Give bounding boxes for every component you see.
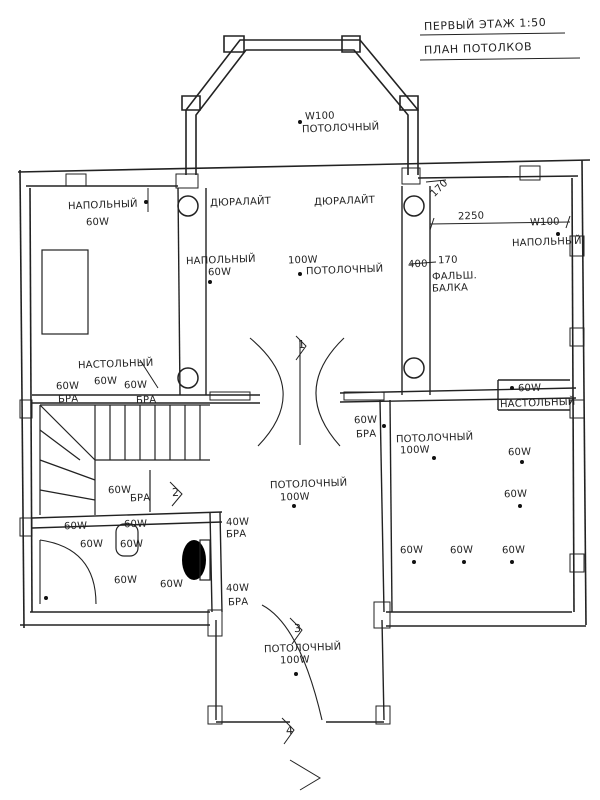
label-60w-stair-a: 60W [55,380,80,393]
room-number-tags [169,335,321,791]
label-60w-right-b: 60W [503,488,528,501]
bay-window [181,35,419,175]
light-dot [520,460,524,464]
label-60w-bath-b: 60W [123,518,148,531]
label-false-beam-2: БАЛКА [431,282,469,295]
label-60w-hall-bra: 60W [353,414,378,427]
light-dot [510,386,514,390]
label-60w-bath-f: 60W [159,578,184,591]
label-60w-stair-b: 60W [93,375,118,388]
dim-170-beam: 170 [437,254,458,267]
label-w100-floor: W100 [529,216,560,229]
label-60w-left-room: 60W [85,216,110,229]
light-dot [294,672,298,676]
label-bra-stair-a: БРА [57,393,79,406]
light-dot [432,456,436,460]
label-duralight-right: ДЮРАЛАЙТ [313,194,376,209]
room-number-2: 2 [171,485,180,500]
light-dot [298,120,302,124]
label-bra-stair-c: БРА [129,492,151,505]
label-40w-bra-b: 40W [225,582,250,595]
light-dot [462,560,466,564]
wall-blocks [19,165,585,725]
label-40w-bra-a: 40W [225,516,250,529]
light-dot [144,200,148,204]
label-60w-right-e: 60W [501,544,526,557]
light-dot [518,504,522,508]
outer-walls [17,159,591,629]
light-dot [510,560,514,564]
light-dot [412,560,416,564]
bathroom-fixtures [115,523,211,581]
light-dot [292,504,296,508]
label-w100-ceiling: W100 [304,110,335,123]
dim-400: 400 [407,258,428,271]
light-dot [44,596,48,600]
label-60w-bath-d: 60W [119,538,144,551]
label-60w-column: 60W [207,266,232,279]
light-dot [208,280,212,284]
room-number-3: 3 [293,621,302,636]
label-bra-hall: БРА [355,428,377,441]
label-100w-center: 100W [287,254,318,267]
label-100w-hall: 100W [279,491,310,504]
label-60w-bath-e: 60W [113,574,138,587]
room-number-4: 4 [285,723,294,738]
label-60w-right-a: 60W [507,446,532,459]
label-60w-bath-a: 60W [63,520,88,533]
label-100w-porch: 100W [279,654,310,667]
label-false-beam-1: ФАЛЬШ. [431,270,478,283]
room-window [41,249,89,335]
light-dot [298,272,302,276]
label-60w-right-c: 60W [399,544,424,557]
dimension-lines [139,179,571,389]
light-dot [556,232,560,236]
label-duralight-left: ДЮРАЛАЙТ [209,195,272,210]
label-100w-right: 100W [399,444,430,457]
duralight-fixtures [177,195,425,389]
label-60w-stair-c: 60W [123,379,148,392]
label-bra-40w-a: БРА [225,528,247,541]
label-60w-table-right: 60W [517,382,542,395]
partitions [31,186,577,723]
door-swings [39,337,345,721]
label-bra-stair-b: БРА [135,394,157,407]
staircase [39,404,210,515]
light-dot [382,424,386,428]
label-60w-right-d: 60W [449,544,474,557]
label-60w-bath-c: 60W [79,538,104,551]
dim-2250: 2250 [457,210,485,223]
label-60w-stair-bra: 60W [107,484,132,497]
title-underline [419,32,581,61]
label-bra-40w-b: БРА [227,596,249,609]
room-number-1: 1 [297,337,306,352]
